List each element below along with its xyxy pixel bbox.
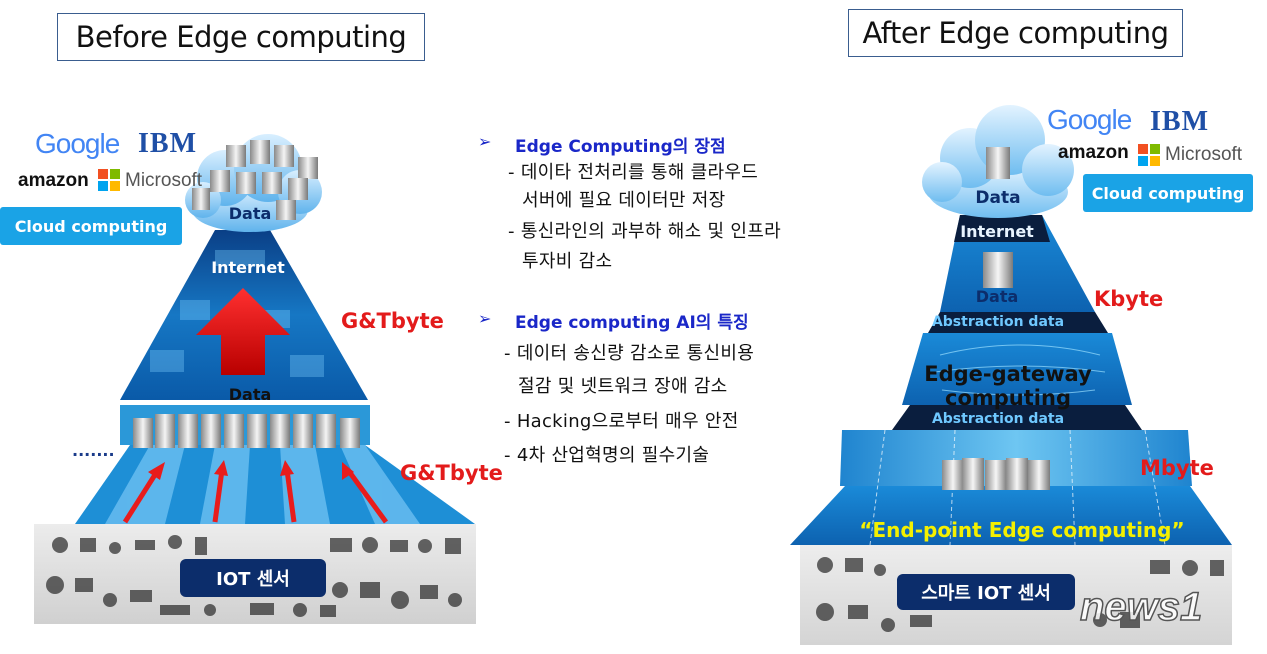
right-endpoint-label: “End-point Edge computing” (859, 518, 1185, 542)
right-cloud-computing-tag: Cloud computing (1083, 174, 1253, 212)
left-microsoft-logo: Microsoft (125, 170, 203, 191)
section1-line-1: - 데이타 전처리를 통해 클라우드 (508, 162, 759, 183)
news1-watermark: news1 (1079, 584, 1203, 630)
left-pyramid-tiles (150, 250, 324, 377)
left-cloud-computing-tag: Cloud computing (0, 207, 182, 245)
section2-heading: Edge computing AI의 특징 (515, 313, 749, 333)
right-iot-icons (816, 557, 1224, 632)
right-gateway-network (934, 344, 1106, 396)
right-band-databases (942, 458, 1050, 490)
right-iot-sensor-box: 스마트 IOT 센서 (897, 574, 1075, 610)
section2-line-1: - 데이터 송신량 감소로 통신비용 (504, 343, 755, 364)
left-ellipsis: ....... (72, 441, 115, 460)
left-input-arrows (122, 460, 389, 524)
left-rate-lower: G&Tbyte (400, 461, 503, 485)
section2-line-4: - 4차 산업혁명의 필수기술 (504, 445, 710, 466)
section2-line-2: 절감 및 넷트워크 장애 감소 (518, 376, 728, 397)
left-iot-sensor-box: IOT 센서 (180, 559, 326, 597)
right-internet-band (954, 215, 1050, 242)
section1-heading: Edge Computing의 장점 (515, 137, 726, 157)
right-title: After Edge computing (848, 9, 1183, 57)
right-rate-k: Kbyte (1094, 287, 1164, 311)
left-band-databases (133, 414, 360, 448)
left-cloud-data-label: Data (228, 204, 272, 223)
left-upward-arrow (196, 288, 290, 375)
left-lower-stripes (105, 445, 420, 524)
bullet-arrow-icon-1: ➢ (478, 132, 492, 151)
right-rate-m: Mbyte (1140, 456, 1214, 480)
left-iot-icons (46, 535, 462, 617)
left-microsoft-icon (98, 169, 120, 191)
left-ibm-logo: IBM (138, 128, 197, 159)
right-abstraction-band-2 (892, 405, 1142, 430)
right-internet-label: Internet (960, 222, 1034, 241)
left-cloud-databases (192, 140, 318, 220)
right-google-logo: Google (1047, 104, 1132, 135)
section1-line-3: - 통신라인의 과부하 해소 및 인프라 (508, 221, 781, 242)
section1-line-4: 투자비 감소 (522, 251, 613, 272)
right-cloud-data-label: Data (975, 188, 1021, 208)
right-cloud-database (986, 147, 1010, 179)
right-ibm-logo: IBM (1150, 106, 1209, 137)
right-abstraction-band-1 (928, 312, 1108, 333)
right-mid-database (983, 252, 1013, 288)
left-internet-label: Internet (211, 258, 285, 277)
right-data-label: Data (975, 287, 1019, 306)
bullet-arrow-icon-2: ➢ (478, 309, 492, 328)
right-endpoint-layer (790, 486, 1232, 545)
right-abstraction-label-1: Abstraction data (931, 314, 1065, 330)
right-abstraction-label-2: Abstraction data (931, 411, 1065, 427)
right-gateway-label: Edge-gateway computing (924, 362, 1092, 410)
left-rate-upper: G&Tbyte (341, 309, 444, 333)
right-cloud (922, 105, 1074, 218)
section2-line-3: - Hacking으로부터 매우 안전 (504, 411, 739, 432)
right-microsoft-icon (1138, 144, 1160, 166)
right-amazon-logo: amazon (1058, 142, 1129, 163)
left-mid-data-label: Data (228, 385, 272, 404)
section1-line-2: 서버에 필요 데이터만 저장 (522, 190, 726, 211)
left-amazon-logo: amazon (18, 170, 89, 191)
left-title: Before Edge computing (57, 13, 425, 61)
right-microsoft-logo: Microsoft (1165, 144, 1243, 165)
left-google-logo: Google (35, 128, 120, 159)
left-pyramid-diagram (34, 134, 476, 624)
right-pyramid-diagram (790, 105, 1232, 645)
